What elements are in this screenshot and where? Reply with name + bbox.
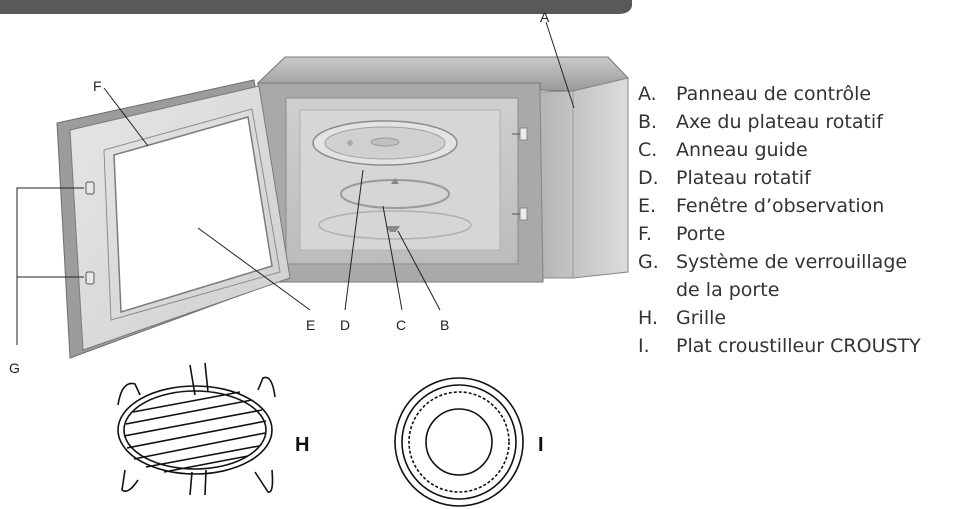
legend-item-h: H.Grille bbox=[638, 307, 727, 329]
legend: A.Panneau de contrôle B.Axe du plateau r… bbox=[638, 80, 921, 360]
callout-g: G bbox=[9, 360, 20, 376]
grill-rack bbox=[117, 362, 276, 496]
control-panel bbox=[539, 77, 629, 279]
guide-ring bbox=[318, 178, 472, 240]
callout-f: F bbox=[93, 78, 102, 94]
callout-a: A bbox=[540, 9, 550, 25]
observation-window bbox=[113, 116, 273, 313]
legend-item-g: G.Système de verrouillage bbox=[638, 251, 908, 273]
header-banner bbox=[0, 0, 632, 14]
door-latch-top bbox=[85, 181, 95, 195]
turntable-plate bbox=[312, 120, 458, 166]
legend-item-b: B.Axe du plateau rotatif bbox=[638, 111, 883, 133]
crisp-plate bbox=[394, 377, 524, 507]
legend-item-g-continuation: de la porte bbox=[676, 279, 780, 301]
callout-d: D bbox=[340, 317, 350, 333]
label-i: I bbox=[538, 434, 544, 456]
legend-item-f: F.Porte bbox=[638, 223, 726, 245]
callout-e: E bbox=[306, 317, 315, 333]
callout-c: C bbox=[396, 317, 406, 333]
legend-item-a: A.Panneau de contrôle bbox=[638, 83, 872, 105]
legend-item-i: I.Plat croustilleur CROUSTY bbox=[638, 335, 921, 357]
turntable-shaft bbox=[386, 226, 400, 232]
callout-b: B bbox=[440, 317, 449, 333]
legend-item-e: E.Fenêtre d’observation bbox=[638, 195, 885, 217]
label-h: H bbox=[295, 434, 309, 456]
legend-item-c: C.Anneau guide bbox=[638, 139, 808, 161]
door bbox=[56, 79, 291, 359]
leader-lines bbox=[16, 21, 575, 345]
legend-item-d: D.Plateau rotatif bbox=[638, 167, 811, 189]
door-latch-bottom bbox=[85, 271, 95, 285]
